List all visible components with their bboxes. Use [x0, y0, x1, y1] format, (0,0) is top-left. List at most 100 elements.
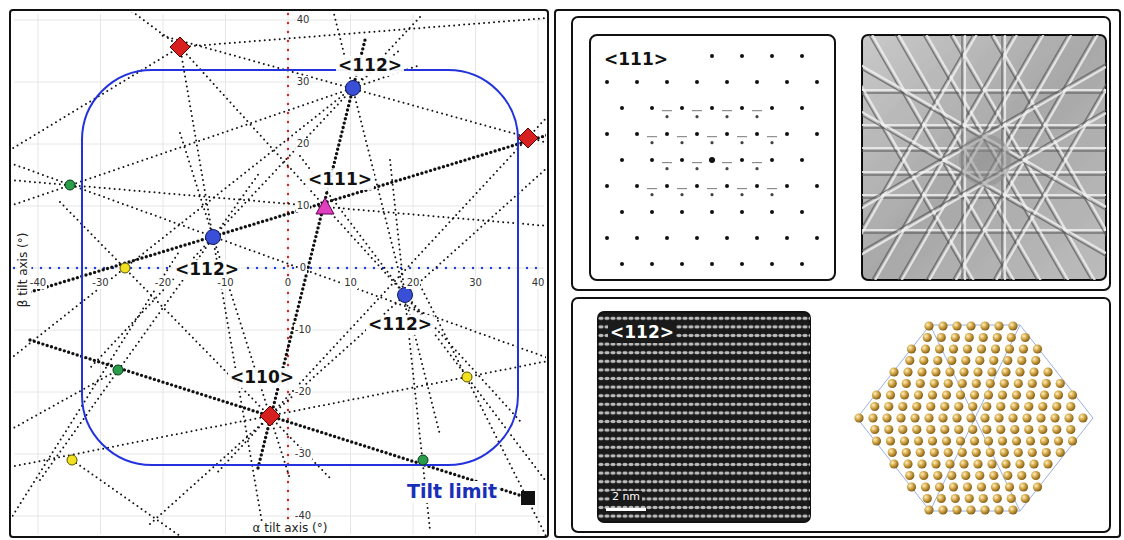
atom-sphere [907, 344, 916, 353]
diffraction-spot [725, 236, 729, 240]
atom-sphere [970, 436, 979, 445]
diffraction-spot [665, 236, 669, 240]
grid-line [288, 14, 289, 534]
weak-spot [740, 193, 743, 196]
atom-sphere [944, 448, 953, 457]
diffraction-spot [755, 184, 759, 188]
atom-sphere [907, 482, 916, 491]
atom-sphere [1007, 333, 1016, 342]
atom-sphere [958, 448, 967, 457]
atom-sphere [910, 413, 919, 422]
diffraction-spot [695, 80, 699, 84]
atom-sphere [1003, 471, 1012, 480]
index-mark [737, 136, 747, 137]
atom-sphere [931, 367, 940, 376]
index-mark [767, 188, 777, 189]
grid-line [14, 330, 544, 331]
pole-label: <110> [228, 368, 296, 388]
atom-sphere [947, 356, 956, 365]
diffraction-spot [755, 80, 759, 84]
atom-sphere [979, 333, 988, 342]
atom-sphere [1012, 436, 1021, 445]
atom-sphere [956, 390, 965, 399]
atom-sphere [973, 367, 982, 376]
grid-line [14, 392, 544, 393]
pole-label: <112> [336, 56, 404, 76]
diffraction-spot [740, 262, 744, 266]
atom-sphere [1031, 471, 1040, 480]
diffraction-spot [665, 80, 669, 84]
tick-label: -20 [154, 277, 172, 289]
pole-dot [65, 180, 75, 190]
atom-sphere [1017, 356, 1026, 365]
atom-sphere [1042, 379, 1051, 388]
atom-sphere [986, 448, 995, 457]
atom-sphere [944, 379, 953, 388]
diffraction-spot [740, 210, 744, 214]
atom-sphere [982, 402, 991, 411]
weak-spot [665, 115, 668, 118]
diffraction-spot [605, 236, 609, 240]
atom-sphere [1066, 425, 1075, 434]
atom-sphere [926, 425, 935, 434]
tick-label: -10 [216, 277, 234, 289]
index-mark [662, 162, 672, 163]
kikuchi-line [180, 133, 290, 479]
atom-sphere [1038, 402, 1047, 411]
grid-line [14, 516, 544, 517]
axis-title: β tilt axis (°) [17, 231, 31, 310]
atom-sphere [1028, 379, 1037, 388]
diffraction-spot [800, 210, 804, 214]
atom-sphere [954, 425, 963, 434]
atom-sphere [1014, 448, 1023, 457]
weak-spot [755, 115, 758, 118]
atom-sphere [898, 425, 907, 434]
atom-sphere [1033, 482, 1042, 491]
atom-sphere [1056, 379, 1065, 388]
index-mark [647, 136, 657, 137]
atom-sphere [903, 367, 912, 376]
atom-sphere [968, 425, 977, 434]
atom-sphere [1021, 494, 1030, 503]
diffraction-spot [740, 158, 744, 162]
atom-sphere [872, 390, 881, 399]
hrtem-image [598, 312, 810, 522]
weak-spot [665, 167, 668, 170]
atom-sphere [919, 356, 928, 365]
diffraction-spot [725, 184, 729, 188]
diffraction-spot [800, 106, 804, 110]
atom-sphere [1005, 344, 1014, 353]
kikuchi-bright-line [862, 43, 1106, 243]
atom-sphere [1056, 448, 1065, 457]
kikuchi-line [333, 12, 440, 435]
diffraction-spot [815, 132, 819, 136]
tick-label: 0 [284, 277, 292, 289]
pole-triangle [316, 198, 334, 214]
lattice-fringes [598, 312, 810, 522]
pole-dot [418, 455, 428, 465]
atom-sphere [928, 436, 937, 445]
diffraction-spot [815, 236, 819, 240]
atom-sphere [949, 482, 958, 491]
atom-sphere [926, 402, 935, 411]
atom-sphere [1033, 344, 1042, 353]
index-mark [722, 162, 732, 163]
kikuchi-line [40, 172, 260, 480]
atom-sphere [975, 471, 984, 480]
atom-sphere [884, 425, 893, 434]
atom-sphere [966, 413, 975, 422]
atom-sphere [1008, 505, 1017, 514]
atom-sphere [949, 344, 958, 353]
atom-sphere [996, 402, 1005, 411]
atom-sphere [930, 379, 939, 388]
atom-sphere [1028, 448, 1037, 457]
diffraction-spot [800, 262, 804, 266]
diffraction-spot [815, 184, 819, 188]
atom-sphere [928, 390, 937, 399]
tick-label: -30 [294, 448, 312, 460]
kikuchi-band [258, 36, 366, 468]
pole-markers [65, 37, 538, 505]
atom-sphere [980, 505, 989, 514]
